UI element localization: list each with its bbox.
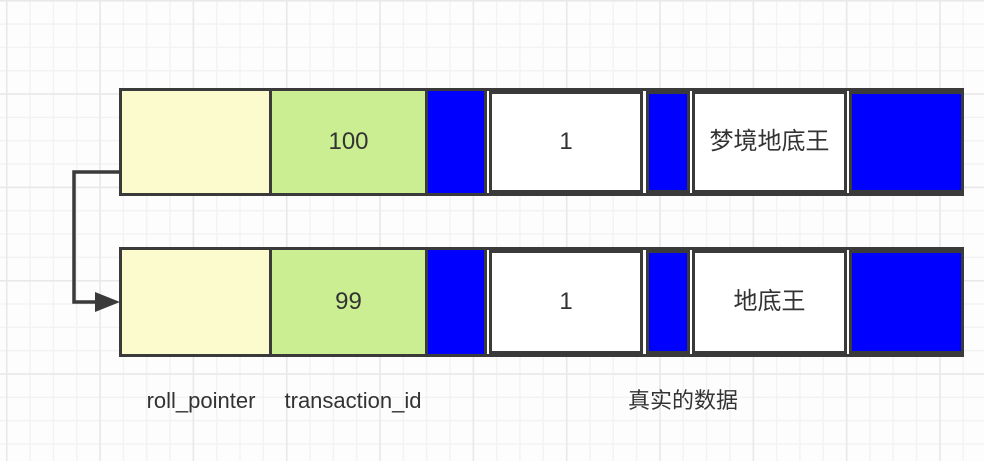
blue-separator-cell [646, 250, 690, 354]
label-real-data: 真实的数据 [627, 388, 739, 413]
data-field-cell: 地底王 [692, 250, 847, 354]
label-transaction-id: transaction_id [284, 388, 422, 413]
transaction-id-cell: 99 [272, 250, 428, 354]
label-roll-pointer: roll_pointer [146, 388, 256, 413]
blue-separator-cell [646, 91, 690, 193]
data-field-cell: 梦境地底王 [692, 91, 847, 193]
transaction-id-value: 99 [335, 288, 362, 315]
transaction-id-cell: 100 [272, 91, 428, 193]
field-id-value: 1 [559, 288, 573, 315]
record-row-current: 100 1 梦境地底王 [119, 88, 964, 196]
blue-separator-cell [849, 250, 961, 354]
blue-separator-cell [428, 91, 487, 193]
blue-separator-cell [428, 250, 487, 354]
data-field-value: 梦境地底王 [709, 128, 830, 155]
roll-pointer-cell [122, 250, 272, 354]
field-id-value: 1 [559, 128, 573, 155]
record-row-old: 99 1 地底王 [119, 247, 964, 357]
roll-pointer-cell [122, 91, 272, 193]
blue-separator-cell [849, 91, 961, 193]
field-id-cell: 1 [489, 91, 643, 193]
transaction-id-value: 100 [328, 128, 369, 155]
data-field-value: 地底王 [733, 288, 806, 315]
field-id-cell: 1 [489, 250, 643, 354]
